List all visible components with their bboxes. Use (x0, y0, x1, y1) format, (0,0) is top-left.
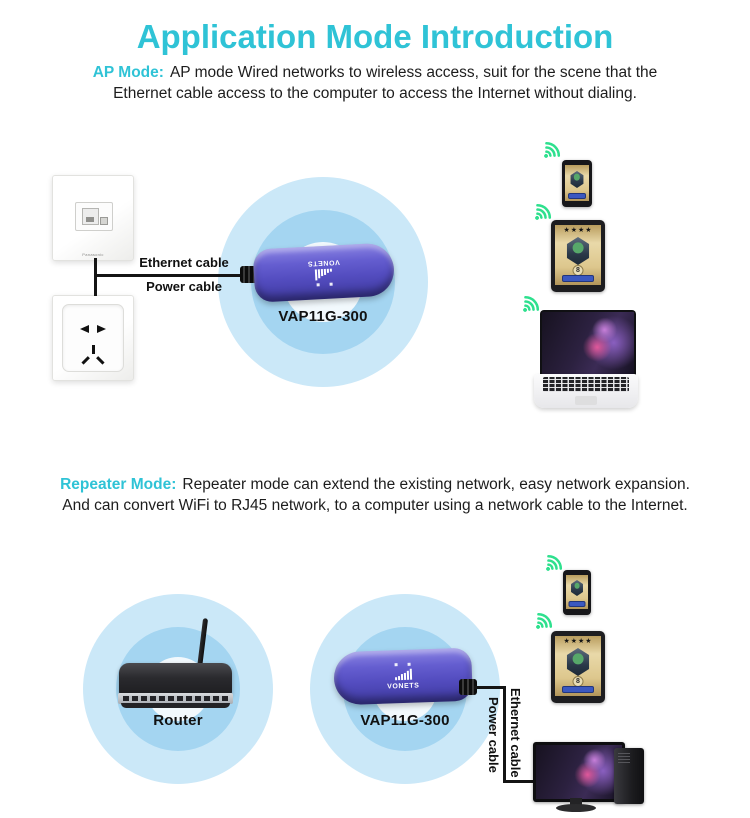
repeater-mode-heading: Repeater Mode: (60, 476, 177, 493)
wifi-icon (535, 203, 552, 220)
laptop-trackpad (575, 396, 597, 405)
repeater-desc-line2: And can convert WiFi to RJ45 network, to… (0, 495, 750, 516)
socket-slot-earth (92, 345, 95, 354)
socket-slot-neutral (96, 356, 105, 365)
game-emblem (571, 580, 583, 596)
repeater-cable-horizontal-bottom (503, 780, 537, 783)
smartphone-screen (565, 165, 589, 201)
router-front-panel (118, 693, 233, 704)
wifi-icon (544, 141, 561, 158)
game-banner (569, 194, 585, 198)
vap-indicator-icons (316, 282, 333, 287)
repeater-cable-horizontal-top (474, 686, 506, 689)
laptop-screen (540, 310, 636, 378)
ap-horizontal-cable (94, 274, 246, 277)
game-stars: ★★★★ (563, 227, 593, 234)
game-banner (569, 602, 585, 606)
rj45-pin (86, 217, 94, 222)
game-rank: 8 (572, 265, 584, 276)
smartphone-screen (566, 575, 588, 609)
ap-mode-heading: AP Mode: (92, 64, 164, 81)
game-emblem (566, 237, 590, 265)
repeater-ethernet-cable-label: Ethernet cable (508, 688, 523, 778)
repeater-desc-line1: Repeater Mode: Repeater mode can extend t… (0, 474, 750, 495)
router-base (121, 703, 230, 708)
ap-desc-text1: AP mode Wired networks to wireless acces… (169, 64, 658, 81)
tablet-screen: ★★★★ 8 (555, 636, 601, 696)
game-stars: ★★★★ (563, 638, 593, 645)
repeater-power-cable-label: Power cable (486, 697, 501, 773)
signal-bars-icon (394, 668, 412, 681)
monitor-stand-neck (570, 798, 582, 805)
ap-ethernet-cable-label: Ethernet cable (139, 255, 229, 270)
ap-desc-line1: AP Mode: AP mode Wired networks to wirele… (0, 62, 750, 83)
desktop-monitor (533, 742, 625, 802)
repeater-cable-connector (459, 679, 477, 695)
repeater-desc-text1: Repeater mode can extend the existing ne… (182, 476, 690, 493)
smartphone (562, 160, 592, 207)
ap-desc-line2: Ethernet cable access to the computer to… (0, 83, 750, 104)
page-title: Application Mode Introduction (136, 18, 614, 55)
power-socket (52, 295, 134, 381)
tablet: ★★★★ 8 (551, 220, 605, 292)
router (119, 663, 232, 696)
laptop-base (534, 374, 638, 408)
router-label: Router (153, 712, 203, 729)
ap-desc-text2: Ethernet cable access to the computer to… (113, 85, 637, 102)
repeater-device-label: VAP11G-300 (360, 712, 450, 729)
monitor-screen-art (536, 745, 622, 799)
ethernet-wall-plate: Panasonic (52, 175, 134, 261)
repeater-desc-text2: And can convert WiFi to RJ45 network, to… (62, 497, 688, 514)
tablet: ★★★★ 8 (551, 631, 605, 703)
ap-device-label: VAP11G-300 (278, 308, 368, 325)
tablet-screen: ★★★★ 8 (555, 225, 601, 285)
laptop-keyboard (543, 377, 629, 392)
tower-vents (618, 753, 630, 763)
rj45-label-window (100, 217, 108, 225)
game-emblem (566, 648, 590, 676)
socket-slot-left (80, 325, 89, 333)
ap-mode-description: AP Mode: AP mode Wired networks to wirele… (0, 62, 750, 104)
rj45-jack-icon (82, 208, 99, 225)
vap-device-face: VONETS (333, 648, 473, 706)
monitor-stand-base (556, 804, 596, 812)
vap11g-device-repeater: VONETS (333, 647, 473, 706)
game-banner (563, 687, 593, 692)
vap-indicator-icons (394, 662, 411, 667)
router-ports (123, 696, 228, 701)
vap11g-device-ap: VONETS (252, 242, 396, 303)
power-socket-face (62, 304, 124, 372)
socket-slot-live (81, 356, 90, 365)
vonets-logo: VONETS (307, 258, 340, 267)
vonets-logo: VONETS (387, 682, 420, 691)
vap-device-face: VONETS (253, 242, 396, 302)
socket-slot-right (97, 325, 106, 333)
game-rank: 8 (572, 676, 584, 687)
wall-plate-brand: Panasonic (82, 252, 104, 257)
wifi-icon (546, 554, 563, 571)
laptop-screen-art (542, 312, 634, 376)
ap-power-cable-label: Power cable (146, 279, 222, 294)
wifi-icon (523, 295, 540, 312)
desktop-tower (614, 748, 644, 804)
wifi-icon (536, 612, 553, 629)
rj45-port (75, 202, 113, 231)
game-banner (563, 276, 593, 281)
repeater-cable-vertical (503, 686, 506, 783)
repeater-mode-description: Repeater Mode: Repeater mode can extend t… (0, 474, 750, 516)
game-emblem (570, 171, 584, 188)
ap-vertical-cable (94, 258, 97, 296)
smartphone (563, 570, 591, 615)
signal-bars-icon (315, 268, 333, 281)
